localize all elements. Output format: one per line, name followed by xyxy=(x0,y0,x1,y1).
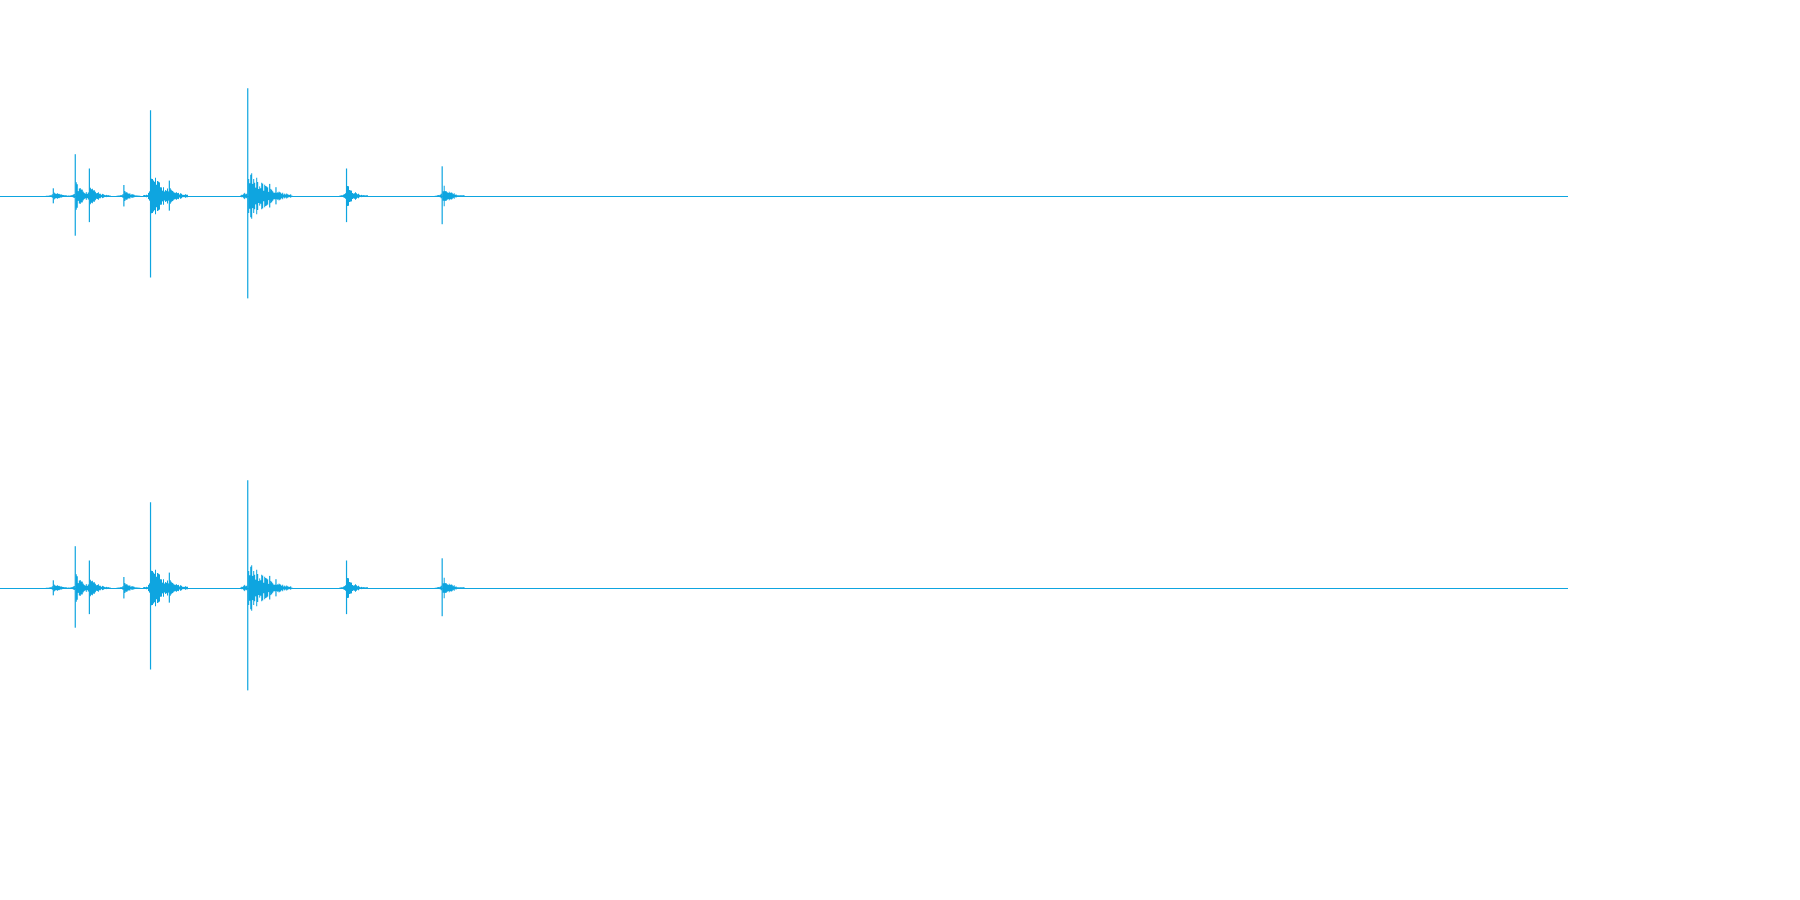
waveform-burst xyxy=(339,578,368,598)
waveform-burst xyxy=(45,584,70,592)
waveform-burst xyxy=(262,582,288,594)
waveform-burst xyxy=(116,583,141,593)
waveform-view xyxy=(0,88,1568,691)
waveform-burst xyxy=(262,190,288,202)
waveform-burst xyxy=(116,191,141,201)
waveform-burst xyxy=(339,186,368,206)
waveform-channel-1 xyxy=(0,88,1568,299)
waveform-burst xyxy=(81,187,111,205)
waveform-burst xyxy=(434,185,465,207)
waveform-burst xyxy=(81,579,111,597)
waveform-burst xyxy=(161,580,188,596)
waveform-burst xyxy=(161,188,188,204)
waveform-channel-2 xyxy=(0,480,1568,691)
waveform-burst xyxy=(434,577,465,599)
waveform-burst xyxy=(45,192,70,200)
waveform-canvas xyxy=(0,88,1568,691)
